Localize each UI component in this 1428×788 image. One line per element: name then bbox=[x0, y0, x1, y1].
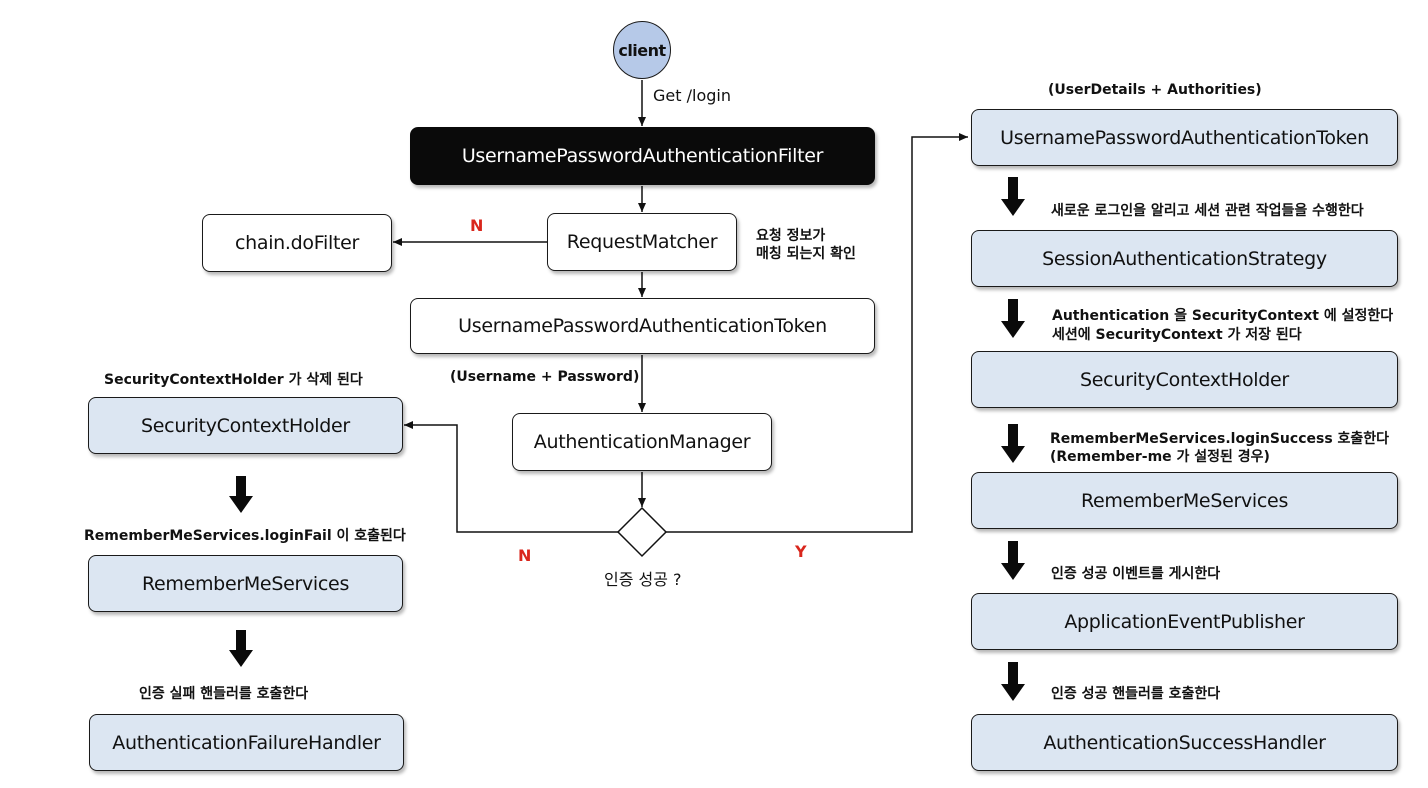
token-center-label: UsernamePasswordAuthenticationToken bbox=[458, 315, 827, 337]
left-block-arrows bbox=[229, 476, 253, 667]
decision-diamond bbox=[616, 506, 668, 558]
right-note-5: 인증 성공 핸들러를 호출한다 bbox=[1051, 686, 1221, 702]
session-authentication-strategy-box: SessionAuthenticationStrategy bbox=[971, 230, 1398, 287]
block-arrow-right-5 bbox=[1001, 662, 1025, 701]
authentication-success-handler-label: AuthenticationSuccessHandler bbox=[1043, 731, 1326, 754]
right-note-1: 새로운 로그인을 알리고 세션 관련 작업들을 수행한다 bbox=[1051, 203, 1364, 219]
fail-branch-label: N bbox=[518, 546, 532, 565]
block-arrow-right-4 bbox=[1001, 541, 1025, 580]
authentication-failure-handler-label: AuthenticationFailureHandler bbox=[112, 731, 381, 754]
right-note-3-line1: RememberMeServices.loginSuccess 호출한다 bbox=[1050, 431, 1390, 447]
request-matcher-label: RequestMatcher bbox=[566, 231, 718, 253]
chain-dofilter-box: chain.doFilter bbox=[202, 214, 392, 272]
right-remember-me-services-box: RememberMeServices bbox=[971, 472, 1398, 529]
chain-dofilter-label: chain.doFilter bbox=[234, 232, 360, 254]
left-security-context-holder-label: SecurityContextHolder bbox=[141, 414, 350, 437]
arrow-fail-branch bbox=[404, 421, 618, 533]
request-matcher-note-line2: 매칭 되는지 확인 bbox=[756, 246, 856, 262]
right-note-3-line2: (Remember-me 가 설정된 경우) bbox=[1050, 449, 1270, 465]
right-note-0: (UserDetails + Authorities) bbox=[1048, 82, 1262, 98]
client-label: client bbox=[618, 40, 666, 60]
right-username-password-token-label: UsernamePasswordAuthenticationToken bbox=[1000, 126, 1369, 149]
application-event-publisher-label: ApplicationEventPublisher bbox=[1064, 610, 1305, 633]
authentication-success-handler-box: AuthenticationSuccessHandler bbox=[971, 714, 1398, 771]
left-note-1: SecurityContextHolder 가 삭제 된다 bbox=[104, 372, 363, 388]
username-password-token-unauthenticated: UsernamePasswordAuthenticationToken bbox=[410, 298, 875, 354]
no-match-label: N bbox=[470, 216, 484, 235]
left-remember-me-services-box: RememberMeServices bbox=[88, 555, 403, 612]
client-node: client bbox=[613, 21, 671, 79]
left-security-context-holder-box: SecurityContextHolder bbox=[88, 397, 403, 454]
right-note-2-line2: 세션에 SecurityContext 가 저장 된다 bbox=[1052, 327, 1302, 343]
filter-label: UsernamePasswordAuthenticationFilter bbox=[461, 145, 824, 167]
right-security-context-holder-label: SecurityContextHolder bbox=[1080, 368, 1289, 391]
decision-label: 인증 성공 ? bbox=[604, 570, 682, 589]
block-arrow-left-2 bbox=[229, 630, 253, 667]
right-remember-me-services-label: RememberMeServices bbox=[1080, 489, 1289, 512]
right-security-context-holder-box: SecurityContextHolder bbox=[971, 351, 1398, 408]
left-note-3: 인증 실패 핸들러를 호출한다 bbox=[139, 686, 309, 702]
get-login-label: Get /login bbox=[653, 86, 731, 105]
block-arrow-left-1 bbox=[229, 476, 253, 513]
token-center-note: (Username + Password) bbox=[450, 369, 640, 385]
right-note-4: 인증 성공 이벤트를 게시한다 bbox=[1051, 566, 1221, 582]
authentication-manager-box: AuthenticationManager bbox=[512, 413, 772, 471]
arrow-success-branch bbox=[666, 133, 968, 533]
block-arrow-right-2 bbox=[1001, 299, 1025, 338]
right-block-arrows bbox=[1001, 177, 1025, 701]
right-username-password-token-box: UsernamePasswordAuthenticationToken bbox=[971, 109, 1398, 166]
session-authentication-strategy-label: SessionAuthenticationStrategy bbox=[1042, 247, 1327, 270]
username-password-authentication-filter: UsernamePasswordAuthenticationFilter bbox=[410, 127, 875, 185]
left-note-2: RememberMeServices.loginFail 이 호출된다 bbox=[84, 528, 406, 544]
request-matcher-box: RequestMatcher bbox=[547, 213, 737, 271]
left-remember-me-services-label: RememberMeServices bbox=[141, 572, 350, 595]
right-note-2-line1: Authentication 을 SecurityContext 에 설정한다 bbox=[1052, 308, 1394, 324]
application-event-publisher-box: ApplicationEventPublisher bbox=[971, 593, 1398, 650]
authentication-manager-label: AuthenticationManager bbox=[533, 431, 751, 453]
success-branch-label: Y bbox=[795, 542, 807, 561]
block-arrow-right-1 bbox=[1001, 177, 1025, 216]
authentication-failure-handler-box: AuthenticationFailureHandler bbox=[89, 714, 404, 771]
block-arrow-right-3 bbox=[1001, 424, 1025, 463]
request-matcher-note-line1: 요청 정보가 bbox=[756, 228, 826, 244]
